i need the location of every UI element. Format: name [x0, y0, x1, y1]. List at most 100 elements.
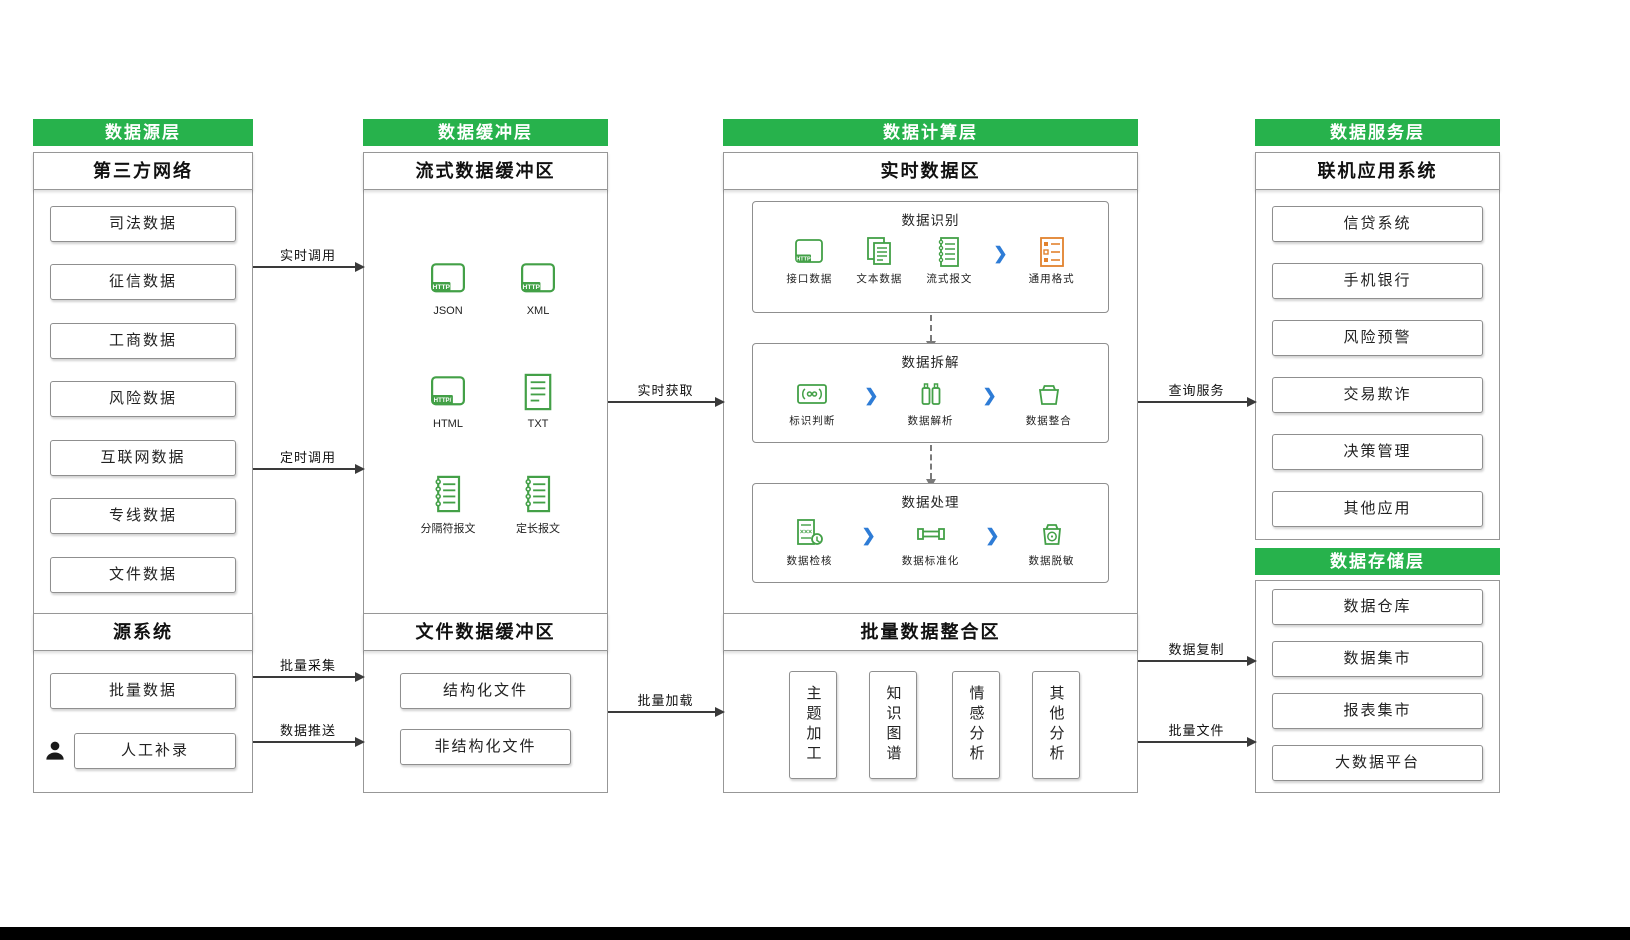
- stage-title: 数据处理: [901, 495, 960, 510]
- bottom-black-bar: [0, 927, 1630, 940]
- stream-message-icon: [939, 237, 960, 267]
- section-title-online-apps: 联机应用系统: [1255, 152, 1500, 190]
- source-item-file: 文件数据: [50, 557, 236, 593]
- stage-data-disassembly: 数据拆解 标识判断: [752, 343, 1109, 443]
- spiral-message-icon: [435, 475, 461, 513]
- arrow-label: 实时调用: [277, 245, 339, 264]
- format-label: TXT: [527, 418, 549, 430]
- arrow-label: 批量文件: [1166, 720, 1227, 739]
- source-item-manual-entry: 人工补录: [74, 733, 236, 769]
- layer-header-buffer: 数据缓冲层: [363, 119, 608, 146]
- cell-data-check: ××× 数据检核: [784, 516, 836, 568]
- buffer-format-delimited: 分隔符报文: [403, 472, 493, 536]
- layer-data-compute: 数据计算层 实时数据区 数据识别 HTTP 接口数据: [723, 119, 1138, 793]
- cell-data-parse: 数据解析: [905, 376, 957, 428]
- storage-item-report-mart: 报表集市: [1272, 693, 1483, 729]
- service-item-other-apps: 其他应用: [1272, 491, 1483, 527]
- layer-header-service: 数据服务层: [1255, 119, 1500, 146]
- arrow-label: 查询服务: [1166, 380, 1227, 399]
- source-item-credit: 征信数据: [50, 264, 236, 300]
- section-title-file-buffer: 文件数据缓冲区: [363, 613, 608, 651]
- generic-format-checklist-icon: [1039, 237, 1064, 267]
- cell-label: 接口数据: [786, 273, 833, 285]
- batch-item-other-analysis: 其他分析: [1032, 671, 1080, 779]
- cell-label: 数据整合: [1025, 415, 1072, 427]
- section-title-source-system: 源系统: [33, 613, 253, 651]
- layer-header-compute: 数据计算层: [723, 119, 1138, 146]
- data-mask-icon: [1042, 524, 1061, 545]
- layer-data-service: 数据服务层 联机应用系统 信贷系统 手机银行 风险预警 交易欺诈 决策管理 其他…: [1255, 119, 1500, 540]
- buffer-body: 流式数据缓冲区 HTTP JSON HTTP XML: [363, 152, 608, 793]
- chevron-right-icon: [993, 244, 1007, 264]
- format-label: 定长报文: [516, 523, 560, 535]
- data-standardize-icon: [916, 528, 945, 540]
- layer-data-storage: 数据存储层 数据仓库 数据集市 报表集市 大数据平台: [1255, 548, 1500, 793]
- cell-label: 数据解析: [907, 415, 954, 427]
- source-item-business: 工商数据: [50, 323, 236, 359]
- section-title-stream-buffer: 流式数据缓冲区: [363, 152, 608, 190]
- source-item-leased-line: 专线数据: [50, 498, 236, 534]
- cell-data-mask: 数据脱敏: [1026, 516, 1078, 568]
- arrow-label: 批量采集: [277, 655, 339, 674]
- svg-text:×××: ×××: [799, 529, 811, 536]
- layer-data-source: 数据源层 第三方网络 司法数据 征信数据 工商数据 风险数据 互联网数据 专线数…: [33, 119, 253, 793]
- arrow-query-service: 查询服务: [1138, 380, 1257, 407]
- cell-label: 流式报文: [926, 273, 973, 285]
- stage-data-processing: 数据处理 ××× 数据检核: [752, 483, 1109, 583]
- section-title-third-party-network: 第三方网络: [33, 152, 253, 190]
- source-body: 第三方网络 司法数据 征信数据 工商数据 风险数据 互联网数据 专线数据 文件数…: [33, 152, 253, 793]
- cell-generic-format: 通用格式: [1026, 234, 1078, 286]
- cell-label: 通用格式: [1028, 273, 1075, 285]
- storage-body: 数据仓库 数据集市 报表集市 大数据平台: [1255, 580, 1500, 793]
- arrow-batch-collect: 批量采集: [253, 655, 365, 682]
- cell-interface-data: HTTP 接口数据: [783, 234, 835, 286]
- service-item-transaction-fraud: 交易欺诈: [1272, 377, 1483, 413]
- stage-title: 数据识别: [901, 213, 960, 228]
- storage-item-bigdata-platform: 大数据平台: [1272, 745, 1483, 781]
- spiral-message-icon: [525, 475, 551, 513]
- manual-entry-row: 人工补录: [42, 733, 236, 769]
- cell-text-data: 文本数据: [853, 234, 905, 286]
- format-label: JSON: [433, 305, 463, 317]
- arrow-label: 定时调用: [277, 447, 339, 466]
- format-label: XML: [526, 305, 550, 317]
- buffer-item-structured-file: 结构化文件: [400, 673, 571, 709]
- interface-data-icon: HTTP: [795, 239, 824, 263]
- arrow-data-push: 数据推送: [253, 720, 365, 747]
- buffer-format-json: HTTP JSON: [403, 257, 493, 317]
- arrow-realtime-fetch: 实时获取: [608, 380, 725, 407]
- stage-row: ××× 数据检核: [784, 516, 1078, 568]
- chevron-right-icon: [985, 526, 999, 546]
- html-http-card-icon: HTTP/: [431, 376, 465, 406]
- chevron-right-icon: [864, 386, 878, 406]
- arrow-label: 数据复制: [1166, 639, 1227, 658]
- source-item-risk: 风险数据: [50, 381, 236, 417]
- text-data-icon: [867, 237, 892, 265]
- stage-data-recognition: 数据识别 HTTP 接口数据: [752, 201, 1109, 313]
- service-item-mobile-banking: 手机银行: [1272, 263, 1483, 299]
- data-merge-icon: [1038, 385, 1059, 405]
- format-label: 分隔符报文: [420, 523, 476, 535]
- cell-label: 标识判断: [789, 415, 836, 427]
- buffer-format-fixed-length: 定长报文: [493, 472, 583, 536]
- data-check-icon: ×××: [796, 519, 823, 545]
- buffer-format-txt: TXT: [493, 370, 583, 430]
- layer-header-storage: 数据存储层: [1255, 548, 1500, 575]
- arrow-label: 实时获取: [635, 380, 696, 399]
- service-body: 联机应用系统 信贷系统 手机银行 风险预警 交易欺诈 决策管理 其他应用: [1255, 152, 1500, 540]
- text-document-icon: [524, 373, 552, 411]
- xml-http-card-icon: HTTP: [521, 263, 555, 293]
- cell-data-standardize: 数据标准化: [902, 516, 960, 568]
- stage-row: 标识判断 数据解析: [786, 376, 1075, 428]
- layer-header-source: 数据源层: [33, 119, 253, 146]
- format-label: HTML: [433, 418, 463, 430]
- person-icon: [46, 741, 64, 760]
- section-title-realtime-zone: 实时数据区: [723, 152, 1138, 190]
- service-item-credit-system: 信贷系统: [1272, 206, 1483, 242]
- cell-label: 数据检核: [786, 555, 833, 567]
- stage-row: HTTP 接口数据 文本数据: [783, 234, 1077, 286]
- source-item-batch-data: 批量数据: [50, 673, 236, 709]
- cell-id-judgment: 标识判断: [786, 376, 838, 428]
- data-parse-icon: [921, 383, 940, 405]
- source-item-internet: 互联网数据: [50, 440, 236, 476]
